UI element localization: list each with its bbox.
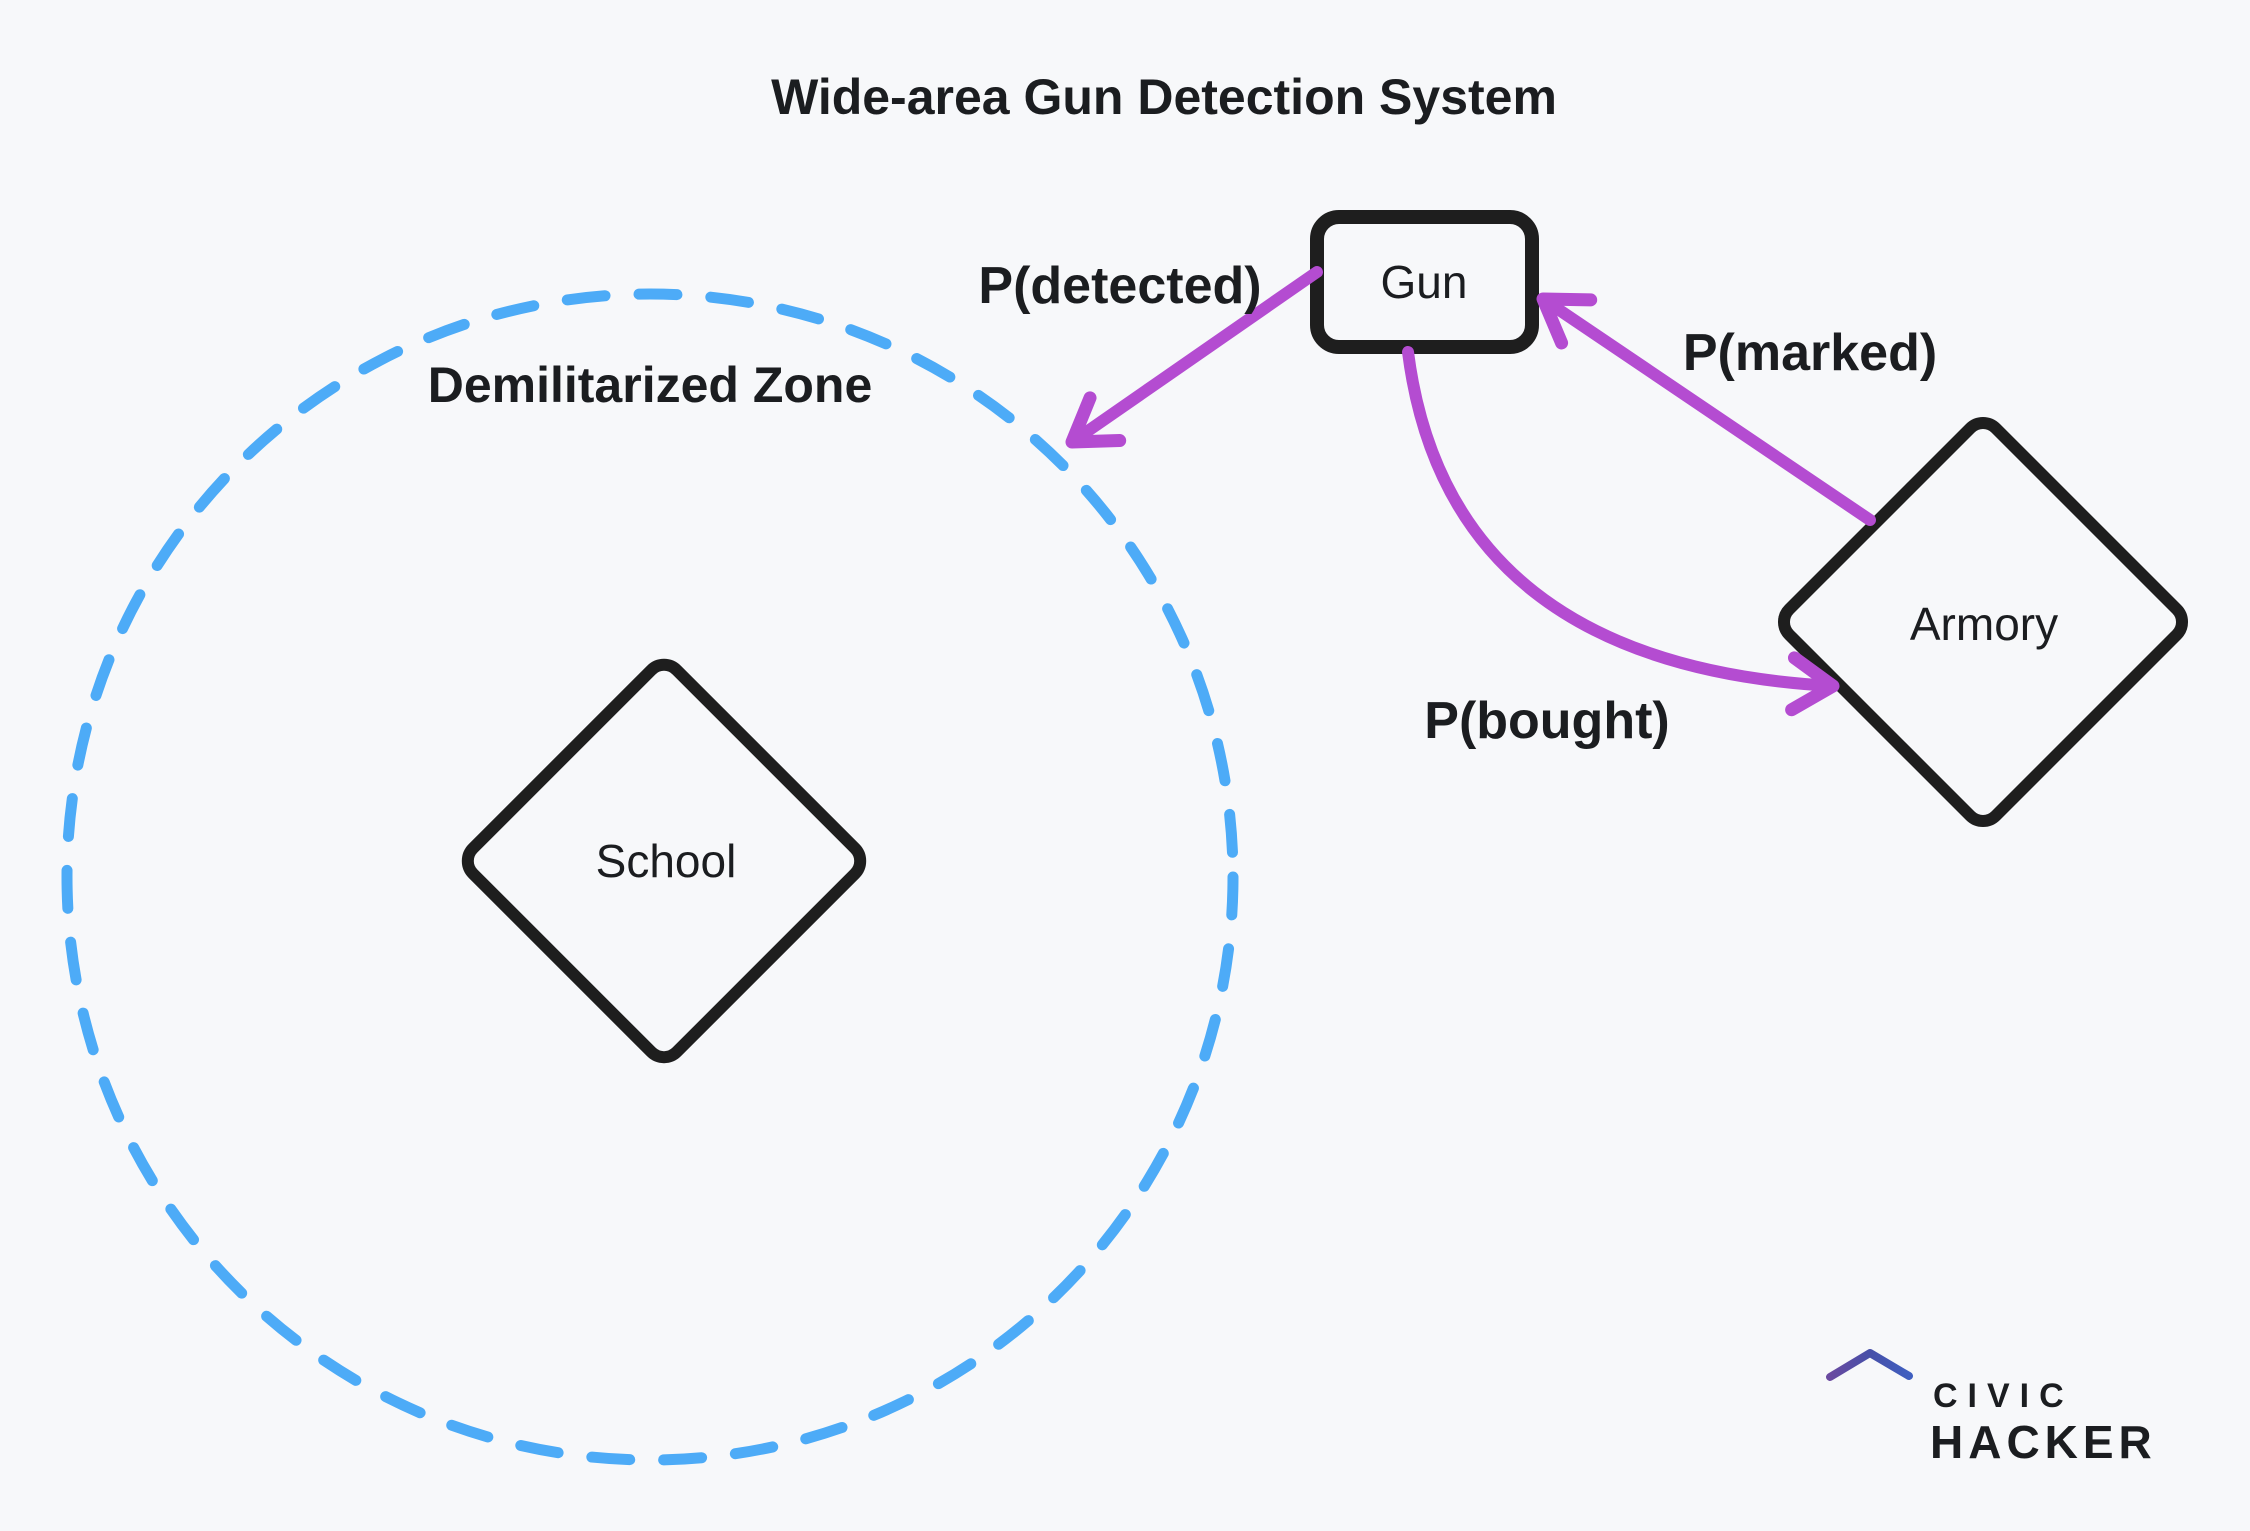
gun-label: Gun <box>1381 256 1468 308</box>
edge-detected-label: P(detected) <box>978 257 1261 315</box>
demilitarized-zone-circle <box>61 288 1239 1466</box>
edge-detected: P(detected) <box>978 257 1323 449</box>
demilitarized-zone-label: Demilitarized Zone <box>428 357 873 413</box>
school-diamond-shape <box>461 658 867 1064</box>
edge-bought: P(bought) <box>1402 346 1840 750</box>
edge-marked: P(marked) <box>1536 292 1937 526</box>
logo-civic-text: CIVIC <box>1933 1377 2074 1415</box>
diagram-title: Wide-area Gun Detection System <box>771 69 1557 125</box>
logo-hacker-text: HACKER <box>1930 1416 2157 1468</box>
civic-hacker-logo-icon <box>1826 1349 1913 1469</box>
school-node: School <box>461 658 867 1064</box>
armory-diamond-shape <box>1777 416 2189 828</box>
edge-bought-arrow <box>1402 346 1840 717</box>
edge-bought-label: P(bought) <box>1424 692 1669 750</box>
edge-marked-label: P(marked) <box>1683 324 1937 382</box>
gun-box-shape <box>1310 210 1539 354</box>
gun-node: Gun <box>1310 210 1539 354</box>
edge-detected-arrow <box>1065 266 1323 449</box>
civic-hacker-logo: CIVIC HACKER <box>1826 1349 2157 1469</box>
school-label: School <box>596 835 737 887</box>
armory-label: Armory <box>1910 598 2058 650</box>
edge-marked-arrow <box>1536 292 1876 526</box>
armory-node: Armory <box>1777 416 2189 828</box>
